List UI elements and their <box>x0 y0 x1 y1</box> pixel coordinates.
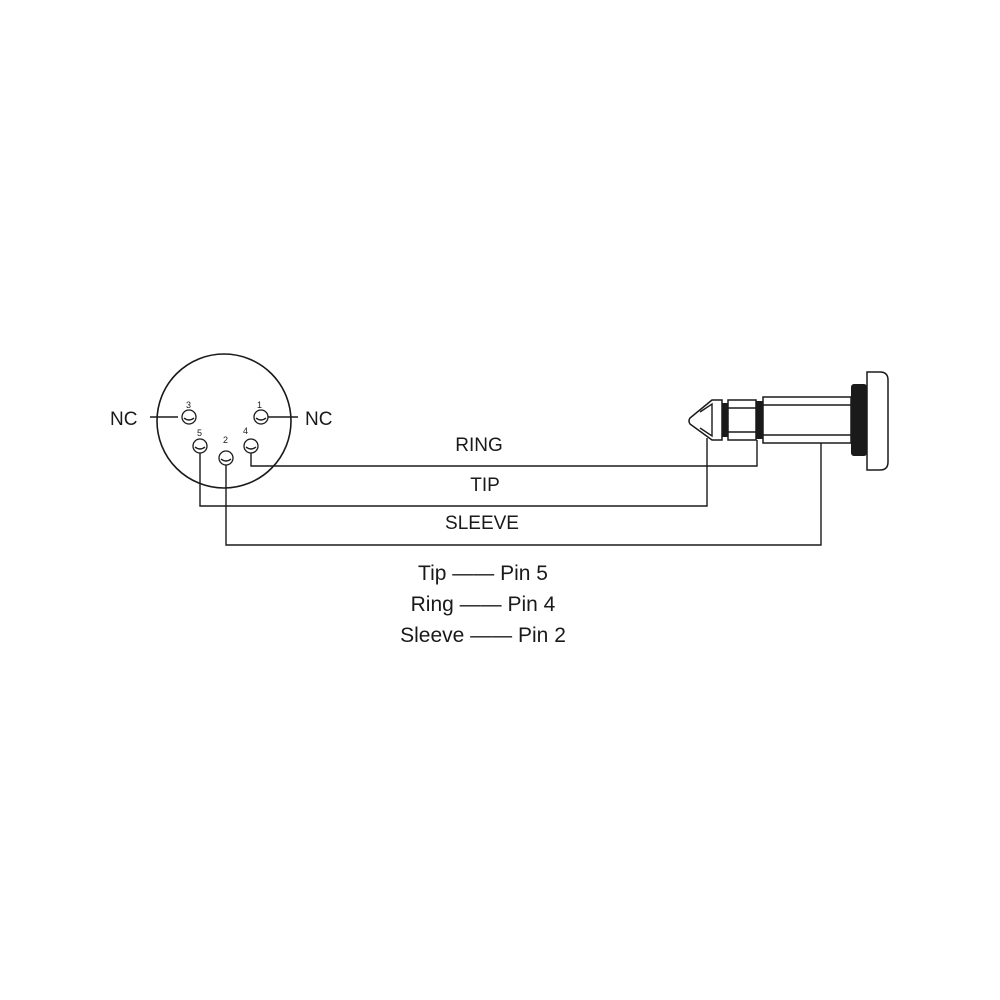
pin-4-mark <box>245 446 257 450</box>
tip-label: TIP <box>470 475 500 496</box>
pin-5-socket <box>192 438 208 454</box>
pin-3-label: 3 <box>186 400 191 410</box>
nc-right-label: NC <box>305 409 332 430</box>
plug-ring <box>727 399 757 441</box>
pin-5-label: 5 <box>197 428 202 438</box>
pin-4-label: 4 <box>243 426 248 436</box>
wires <box>199 438 822 546</box>
nc-left-label: NC <box>110 409 137 430</box>
plug-body <box>866 371 889 471</box>
din-connector-shell <box>156 353 292 489</box>
pin-5-mark <box>194 446 206 450</box>
pin-1-label: 1 <box>257 400 262 410</box>
plug-insulator-2 <box>756 401 763 439</box>
tip-wire <box>199 438 708 507</box>
plug-tip-inner <box>699 402 713 438</box>
pin-3-mark <box>183 417 195 421</box>
pin-1-mark <box>255 417 267 421</box>
plug-sleeve <box>762 396 852 444</box>
pin-1-socket <box>253 409 269 425</box>
pin-2-label: 2 <box>223 435 228 445</box>
sleeve-wire <box>225 442 822 546</box>
plug-knurled-nut <box>851 384 867 456</box>
pin-2-socket <box>218 450 234 466</box>
pin-4-socket <box>243 438 259 454</box>
pin-2-mark <box>220 458 232 462</box>
sleeve-label: SLEEVE <box>445 513 519 534</box>
pin-mapping-legend: Tip —— Pin 5 Ring —— Pin 4 Sleeve —— Pin… <box>400 562 566 647</box>
ring-label: RING <box>455 435 503 456</box>
legend-ring: Ring —— Pin 4 <box>411 593 556 616</box>
pin-3-socket <box>181 409 197 425</box>
plug-tip <box>688 399 723 441</box>
ring-wire <box>250 440 758 467</box>
plug-insulator-1 <box>722 403 728 437</box>
legend-tip: Tip —— Pin 5 <box>418 562 548 585</box>
din-connector: 3 1 5 4 2 NC NC <box>110 353 332 489</box>
legend-sleeve: Sleeve —— Pin 2 <box>400 624 566 647</box>
trs-plug <box>688 371 889 471</box>
